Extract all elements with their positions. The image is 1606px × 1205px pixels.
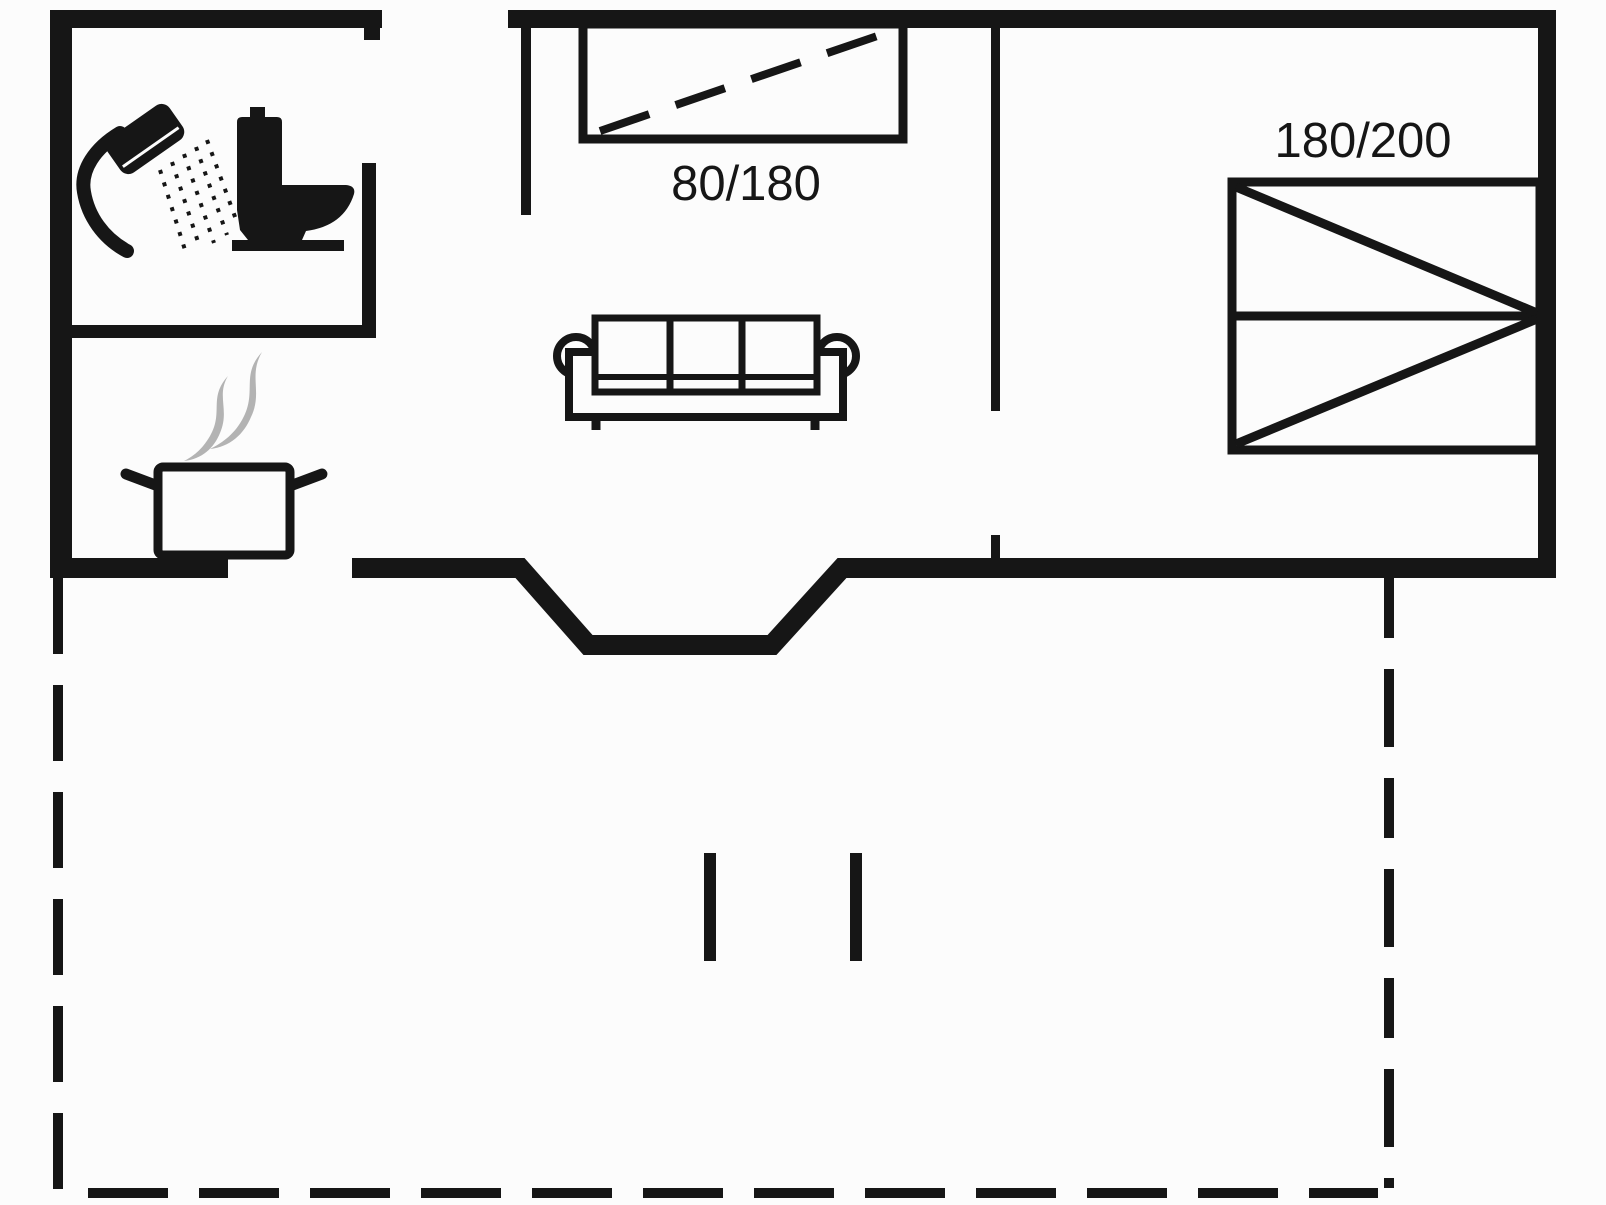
wall-left	[50, 10, 72, 578]
pot-body	[153, 462, 295, 560]
bathroom	[76, 103, 355, 258]
toilet-button	[250, 107, 265, 120]
wall-bathroom-door-jamb	[364, 28, 380, 40]
terrace	[53, 578, 1394, 1198]
wall-partition-bed-niche	[521, 28, 531, 215]
single-bed-size-label: 80/180	[671, 157, 821, 211]
pot-handle-right	[284, 468, 328, 492]
wall-bedroom-divider	[991, 28, 1000, 411]
toilet-body	[237, 117, 355, 240]
pot-handle-left	[120, 468, 164, 492]
single-bed-fold-line	[598, 29, 888, 135]
cooking-pot-icon	[120, 462, 328, 560]
steam-wisp-right	[210, 352, 262, 449]
wall-top-bathroom	[50, 10, 382, 28]
toilet-icon	[232, 107, 355, 251]
sofa-icon	[553, 314, 860, 430]
kitchen	[120, 352, 328, 560]
double-bed-size-label: 180/200	[1274, 114, 1451, 168]
steam-wisp-left	[184, 376, 228, 461]
double-bed-fold-bottom	[1234, 314, 1539, 449]
shower-head-faceline	[122, 126, 180, 168]
single-bed-icon	[578, 19, 908, 144]
bedroom: 180/200	[1227, 114, 1545, 455]
wall-bottom-left	[50, 558, 228, 578]
single-bed-outline	[578, 19, 908, 144]
shower-head	[105, 103, 185, 175]
terrace-post-icon	[704, 853, 716, 961]
wall-bathroom-right	[362, 163, 376, 338]
wall-bedroom-divider-stub	[991, 535, 1000, 558]
terrace-post-icon	[850, 853, 862, 961]
living-room: 80/180	[553, 19, 908, 430]
shower-icon	[76, 103, 240, 258]
double-bed-fold-top	[1234, 182, 1539, 318]
shower-spray	[158, 139, 240, 251]
wall-bathroom-bottom	[50, 325, 376, 338]
toilet-base	[232, 240, 344, 251]
steam-icon	[184, 352, 262, 461]
shower-hose	[76, 126, 134, 258]
double-bed-icon	[1227, 177, 1545, 455]
sofa-backrest	[591, 314, 821, 396]
wall-bottom-bay	[352, 558, 1556, 655]
